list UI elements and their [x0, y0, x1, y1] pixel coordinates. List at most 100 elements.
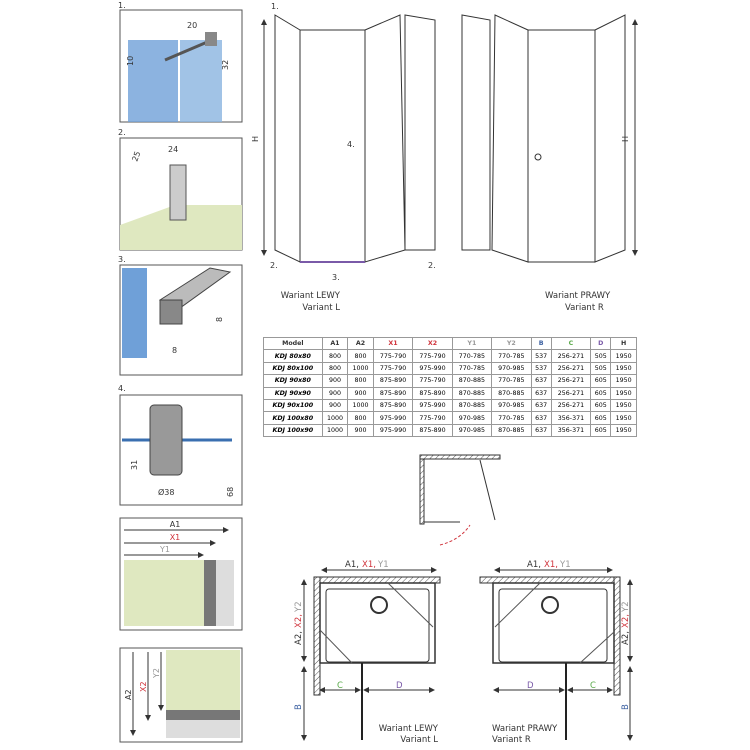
x2-label: X2 [139, 681, 148, 692]
table-cell: 770-785 [491, 411, 532, 425]
model-cell: KDJ 90x90 [263, 386, 323, 400]
marker-2: 2. [270, 261, 278, 270]
table-cell: 256-271 [550, 361, 592, 376]
table-cell: 900 [321, 386, 349, 400]
height-label: H [251, 136, 260, 142]
table-cell: 637 [530, 386, 552, 400]
plan-right-b: B [621, 704, 631, 710]
table-cell: 975-990 [412, 361, 453, 376]
table-cell: 505 [590, 349, 612, 363]
dim-label: 24 [168, 145, 178, 154]
elevation-right [461, 14, 638, 263]
table-cell: 870-885 [451, 398, 493, 413]
table-cell: 1950 [610, 361, 637, 376]
plan-left-y1: Y1 [377, 560, 389, 570]
table-cell: 875-890 [412, 423, 453, 438]
column-header: X1 [372, 336, 414, 351]
table-cell: 770-785 [491, 349, 532, 363]
dim-label: 10 [126, 56, 135, 66]
a1-label: A1 [170, 520, 181, 529]
table-cell: 770-785 [491, 374, 532, 388]
y2-label: Y2 [152, 668, 161, 679]
plan-right-a2: A2, [621, 631, 631, 645]
table-cell: 900 [347, 386, 374, 400]
elevation-left [261, 14, 436, 263]
table-cell: 356-371 [550, 411, 592, 425]
table-cell: 800 [347, 411, 374, 425]
dim-label: 25 [130, 150, 142, 163]
column-header: H [610, 336, 637, 351]
table-cell: 256-271 [550, 349, 592, 363]
table-cell: 800 [321, 361, 349, 376]
table-cell: 970-985 [451, 411, 493, 425]
table-cell: 870-885 [491, 423, 532, 438]
table-cell: 1950 [610, 386, 637, 400]
column-header: D [590, 336, 612, 351]
column-header: Model [263, 336, 323, 351]
detail-3-panel: 3. 8 8 [118, 255, 243, 376]
table-cell: 900 [321, 398, 349, 413]
plan-left-d: D [396, 681, 403, 691]
plan-left-c: C [337, 681, 343, 691]
plan-left-x1: X1, [362, 560, 376, 570]
dim-label: 8 [215, 317, 224, 322]
width-dimension-detail: A1 X1 Y1 [119, 517, 243, 631]
table-cell: 637 [530, 411, 552, 425]
table-cell: 900 [347, 423, 374, 438]
table-cell: 870-885 [491, 386, 532, 400]
plan-right-d: D [527, 681, 534, 691]
column-header: Y2 [491, 336, 532, 351]
table-cell: 605 [590, 423, 612, 438]
table-cell: 1950 [610, 423, 637, 438]
column-header: X2 [412, 336, 453, 351]
table-cell: 775-790 [412, 411, 453, 425]
table-cell: 775-790 [372, 349, 414, 363]
plan-caption-right: Wariant PRAWY [492, 724, 558, 734]
model-cell: KDJ 80x100 [263, 361, 323, 376]
detail-1-panel: 1. 20 10 32 [118, 1, 243, 123]
table-cell: 637 [530, 374, 552, 388]
table-cell: 770-785 [451, 349, 493, 363]
caption-left: Wariant LEWY [281, 291, 341, 301]
table-cell: 870-885 [451, 386, 493, 400]
y1-label: Y1 [159, 545, 170, 554]
dim-label: 31 [130, 460, 139, 470]
model-cell: KDJ 90x80 [263, 374, 323, 388]
table-cell: 1950 [610, 398, 637, 413]
table-cell: 975-990 [412, 398, 453, 413]
caption-left-en: Variant L [302, 303, 340, 313]
table-cell: 256-271 [550, 386, 592, 400]
table-cell: 537 [530, 349, 552, 363]
table-cell: 875-890 [412, 386, 453, 400]
plan-left-x2: X2, [294, 614, 304, 628]
plan-right-x2: X2, [621, 614, 631, 628]
table-cell: 537 [530, 361, 552, 376]
table-cell: 775-790 [412, 374, 453, 388]
plan-left-y2: Y2 [294, 601, 304, 613]
table-cell: 1000 [347, 398, 374, 413]
table-cell: 637 [530, 398, 552, 413]
table-cell: 900 [321, 374, 349, 388]
table-cell: 770-785 [451, 361, 493, 376]
table-cell: 1000 [347, 361, 374, 376]
marker-1: 1. [271, 2, 279, 11]
model-cell: KDJ 80x80 [263, 349, 323, 363]
column-header: C [550, 336, 592, 351]
table-cell: 605 [590, 374, 612, 388]
detail-4-panel: 4. 31 Ø38 68 [118, 384, 243, 506]
a2-label: A2 [124, 689, 133, 700]
table-cell: 256-271 [550, 398, 592, 413]
caption-right-en: Variant R [565, 303, 604, 313]
plan-left-a1: A1, [345, 560, 359, 570]
detail-number: 4. [118, 384, 126, 393]
column-header: A1 [321, 336, 349, 351]
plan-right-y1: Y1 [559, 560, 571, 570]
depth-dimension-detail: A2 X2 Y2 [119, 647, 243, 743]
plan-right-c: C [590, 681, 596, 691]
table-cell: 800 [321, 349, 349, 363]
